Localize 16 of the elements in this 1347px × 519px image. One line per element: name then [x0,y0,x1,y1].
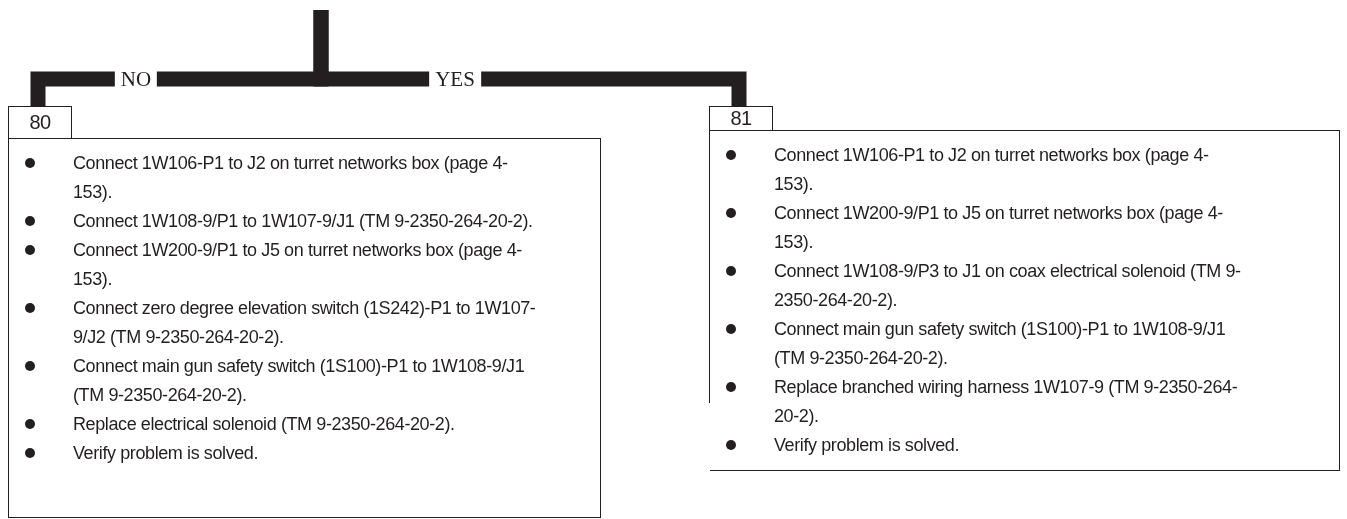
instruction-text: Connect 1W108-9/P1 to 1W107-9/J1 (TM 9-2350-264-20-2). [73,210,533,233]
instruction-text: Connect 1W106-P1 to J2 on turret networks box (page 4-153). [73,152,509,204]
instruction-text: Connect 1W106-P1 to J2 on turret networks box (page 4-153). [774,144,1210,196]
instruction-text: Verify problem is solved. [73,442,259,465]
instruction-text: Connect main gun safety switch (1S100)-P1 to 1W108-9/J1 (TM 9-2350-264-20-2). [774,318,1227,370]
instruction-text: Replace electrical solenoid (TM 9-2350-264-20-2). [73,413,455,436]
instruction-text: Connect 1W200-9/P1 to J5 on turret networks box (page 4-153). [774,202,1224,254]
step-number: 80 [9,106,72,138]
instruction-text: Connect 1W108-9/P3 to J1 on coax electrical solenoid (TM 9-2350-264-20-2). [774,260,1242,312]
connector-line [313,10,747,106]
instruction-text: Connect zero degree elevation switch (1S242)-P1 to 1W107-9/J2 (TM 9-2350-264-20-2). [73,297,537,349]
instruction-text: Verify problem is solved. [774,434,960,457]
instruction-text: Replace branched wiring harness 1W107-9 (TM 9-2350-264-20-2). [774,376,1239,428]
instruction-text: Connect 1W200-9/P1 to J5 on turret networks box (page 4-153). [73,239,523,291]
step-number: 81 [710,106,773,130]
instruction-text: Connect main gun safety switch (1S100)-P1 to 1W108-9/J1 (TM 9-2350-264-20-2). [73,355,526,407]
